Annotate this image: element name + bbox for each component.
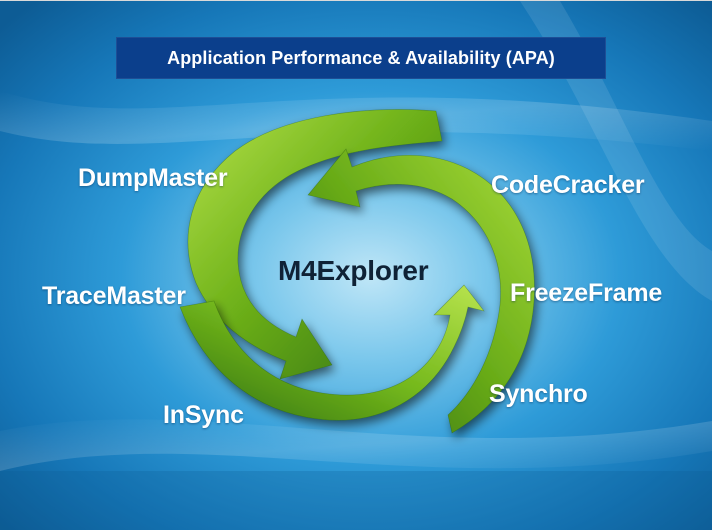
center-label-m4explorer: M4Explorer (278, 255, 429, 286)
label-synchro: Synchro (489, 380, 588, 408)
diagram-title: Application Performance & Availability (… (167, 47, 555, 68)
title-banner: Application Performance & Availability (… (116, 37, 606, 79)
label-tracemaster: TraceMaster (42, 282, 186, 310)
label-freezeframe: FreezeFrame (510, 279, 663, 307)
label-dumpmaster: DumpMaster (78, 164, 228, 192)
label-insync: InSync (163, 401, 244, 429)
label-codecracker: CodeCracker (491, 171, 645, 199)
